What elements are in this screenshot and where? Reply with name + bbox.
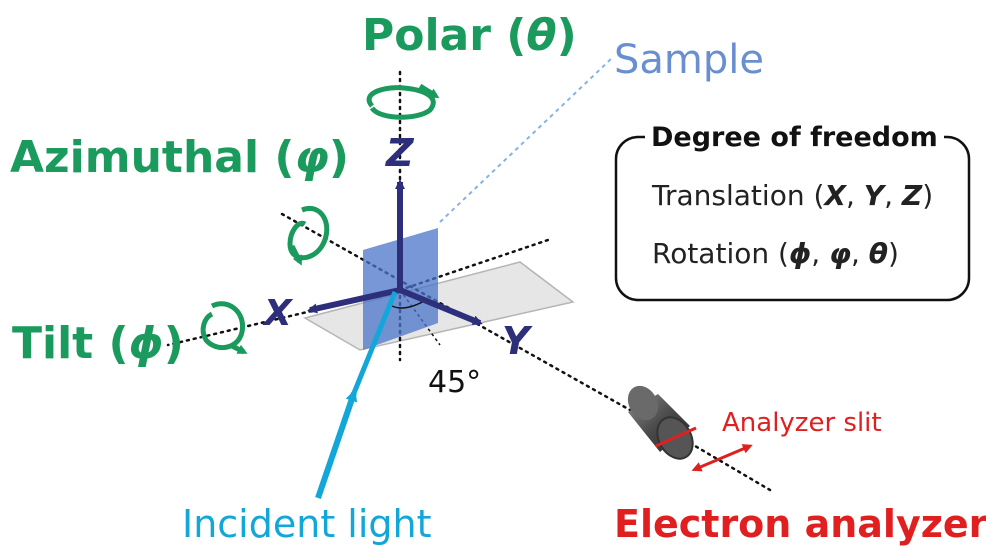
rotation-varphi: φ — [829, 237, 851, 270]
tilt-label: Tilt (ϕ) — [12, 318, 184, 369]
analyzer-slit-label: Analyzer slit — [722, 408, 882, 438]
sample-leader-line — [439, 57, 613, 223]
sample-label: Sample — [614, 37, 764, 83]
translation-z: Z — [901, 179, 923, 212]
angle-label: 45° — [428, 365, 482, 400]
electron-analyzer-label: Electron analyzer — [614, 502, 986, 546]
freedom-box-title: Degree of freedom — [645, 124, 944, 151]
horizontal-dotted-axis — [398, 238, 550, 292]
polar-rotation-arrow — [366, 83, 440, 120]
electron-analyzer-device — [627, 385, 697, 460]
azimuthal-label: Azimuthal (φ) — [10, 132, 350, 183]
x-axis-label: X — [264, 293, 292, 334]
tilt-symbol: ϕ — [128, 318, 164, 369]
x-axis-arrow — [307, 287, 401, 314]
rotation-line: Rotation (ϕ, φ, θ) — [652, 237, 899, 270]
translation-line: Translation (X, Y, Z) — [652, 179, 934, 212]
analyzer-slit-arrow — [691, 444, 753, 472]
azimuthal-symbol: φ — [294, 132, 329, 183]
azimuthal-rotation-arrow — [287, 205, 330, 266]
analyzer-slit-mark — [655, 426, 697, 448]
incident-light-arrow — [315, 389, 358, 499]
translation-x: X — [824, 179, 846, 212]
rotation-theta: θ — [868, 237, 889, 270]
z-axis-label: Z — [386, 131, 414, 175]
rotation-phi: ϕ — [788, 237, 812, 270]
freedom-box-frame — [614, 135, 971, 302]
y-axis-label: Y — [502, 319, 530, 363]
tilt-rotation-arrow — [200, 301, 248, 355]
incident-light-beam — [351, 291, 398, 394]
incident-light-label: Incident light — [182, 502, 432, 546]
polar-label: Polar (θ) — [362, 10, 577, 61]
angle-indicator-line — [399, 289, 441, 346]
translation-y: Y — [863, 179, 885, 212]
y-axis-arrow — [398, 287, 483, 326]
polar-symbol: θ — [526, 10, 557, 61]
